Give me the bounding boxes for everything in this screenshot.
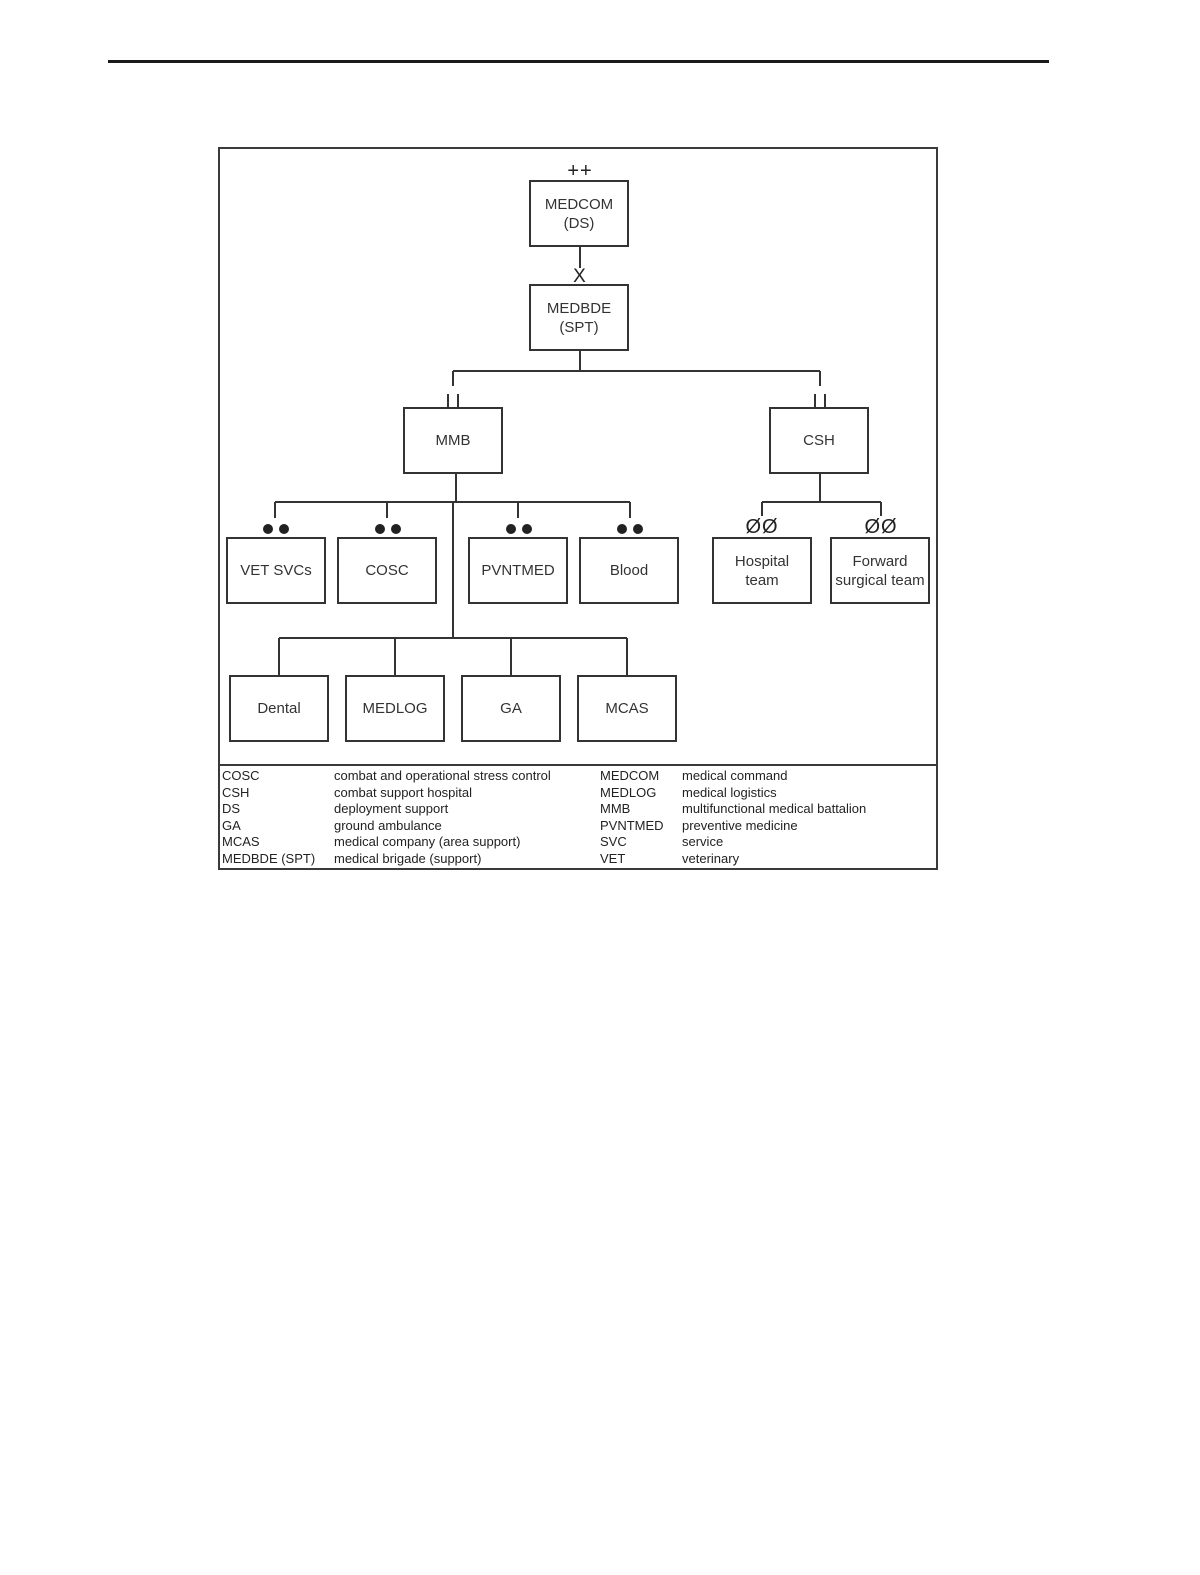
echelon-team-fst: ØØ [864,516,898,538]
legend-divider [218,764,938,766]
echelon-plus-medcom: ++ [567,160,593,182]
unit-blood: Blood [579,537,679,604]
unit-medbde: MEDBDE (SPT) [529,284,629,351]
unit-mcas: MCAS [577,675,677,742]
unit-medlog: MEDLOG [345,675,445,742]
legend-definition: combat and operational stress control [334,768,551,783]
header-rule [108,60,1049,63]
unit-dental: Dental [229,675,329,742]
legend-abbr: MCAS [222,834,260,849]
unit-medcom: MEDCOM (DS) [529,180,629,247]
legend-definition: medical brigade (support) [334,850,482,866]
legend-abbr: MMB [600,801,631,816]
legend-definition: combat support hospital [334,784,473,800]
unit-csh: CSH [769,407,869,474]
unit-vet-svcs: VET SVCs [226,537,326,604]
unit-pvntmed: PVNTMED [468,537,568,604]
legend-definition: medical logistics [682,784,777,800]
unit-mmb: MMB [403,407,503,474]
legend-right-defs: medical command medical logistics multif… [682,768,932,867]
legend-abbr: COSC [222,768,260,783]
legend-definition: veterinary [682,850,740,866]
legend-abbr: VET [600,850,626,866]
figure-frame [218,147,938,870]
legend-abbr: PVNTMED [600,817,664,833]
legend-definition: medical command [682,768,788,783]
legend-definition: medical company (area support) [334,834,521,849]
legend-abbr: SVC [600,834,627,849]
echelon-x-medbde: X [573,266,587,287]
legend-definition: preventive medicine [682,817,798,833]
unit-forward-surgical-team: Forward surgical team [830,537,930,604]
echelon-team-hospital: ØØ [745,516,779,538]
legend-definition: ground ambulance [334,817,442,833]
legend-definition: deployment support [334,801,449,816]
unit-hospital-team: Hospital team [712,537,812,604]
legend-left-abbrs: COSC CSH DS GA MCAS MEDBDE (SPT) [222,768,332,867]
legend-abbr: DS [222,801,241,816]
unit-cosc: COSC [337,537,437,604]
legend-abbr: MEDLOG [600,784,657,800]
legend-abbr: MEDCOM [600,768,660,783]
legend-right-abbrs: MEDCOM MEDLOG MMB PVNTMED SVC VET [600,768,680,867]
legend-abbr: CSH [222,784,250,800]
legend-left-defs: combat and operational stress control co… [334,768,596,867]
legend-abbr: MEDBDE (SPT) [222,850,316,866]
legend-abbr: GA [222,817,241,833]
legend-definition: service [682,834,724,849]
legend-definition: multifunctional medical battalion [682,801,867,816]
unit-ga: GA [461,675,561,742]
